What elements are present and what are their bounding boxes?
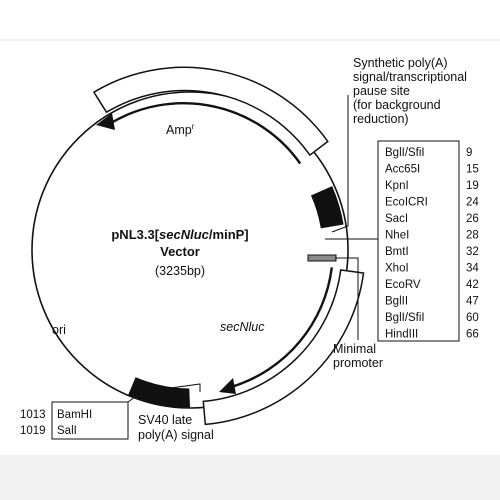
- plasmid-size: (3235bp): [155, 264, 205, 278]
- mcs-site-name: HindIII: [385, 329, 418, 341]
- mcs-site-position: 24: [466, 197, 479, 209]
- amp-direction-arrow: [109, 102, 302, 165]
- plasmid-vector-label: Vector: [160, 244, 200, 259]
- mcs-site-position: 42: [466, 279, 479, 291]
- mcs-sites-box: [377, 140, 460, 342]
- mcs-site-position: 9: [466, 147, 472, 159]
- synthetic-polya-block: [310, 186, 344, 229]
- ori-label: ori: [52, 323, 66, 337]
- lower-sites-box: [51, 401, 129, 440]
- mcs-site-position: 26: [466, 213, 479, 225]
- synthetic-polya-label-4: (for background: [353, 98, 441, 112]
- mcs-site-name: BglII: [385, 296, 408, 308]
- mcs-site-name: SacI: [385, 213, 408, 225]
- amp-label: Ampr: [166, 122, 195, 137]
- polya-leader-line: [331, 195, 349, 233]
- mcs-site-name: Acc65I: [385, 164, 420, 176]
- synthetic-polya-label-5: reduction): [353, 112, 409, 126]
- mcs-site-name: BglI/SfiI: [385, 147, 425, 159]
- plasmid-name: pNL3.3[secNluc/minP]: [111, 227, 248, 242]
- sv40-polya-block: [128, 377, 191, 408]
- minimal-promoter-block: [307, 254, 337, 262]
- minimal-promoter-label-line2: promoter: [333, 356, 383, 370]
- mcs-site-position: 34: [466, 263, 479, 275]
- mcs-site-position: 19: [466, 180, 479, 192]
- amp-feature-block: [92, 66, 329, 157]
- synthetic-polya-label-1: Synthetic poly(A): [353, 56, 447, 70]
- sv40-label-line2: poly(A) signal: [138, 428, 214, 442]
- synthetic-polya-label-2: signal/transcriptional: [353, 70, 467, 84]
- mcs-site-name: BglI/SfiI: [385, 312, 425, 324]
- bottom-band: [0, 455, 500, 500]
- mcs-site-name: EcoRV: [385, 279, 421, 291]
- lower-sites-leader-line: [127, 383, 201, 403]
- secnluc-feature-block: [202, 269, 365, 426]
- mcs-site-name: KpnI: [385, 180, 409, 192]
- secnluc-direction-arrow: [231, 267, 333, 388]
- mcs-site-position: 28: [466, 230, 479, 242]
- lower-site-position: 1013: [20, 409, 46, 421]
- mcs-site-position: 32: [466, 246, 479, 258]
- mcs-site-position: 15: [466, 164, 479, 176]
- promoter-leader-line: [335, 257, 359, 340]
- minimal-promoter-label-line1: Minimal: [333, 342, 376, 356]
- secnluc-arrowhead: [219, 378, 236, 394]
- mcs-site-name: EcoICRI: [385, 197, 428, 209]
- synthetic-polya-label-3: pause site: [353, 84, 410, 98]
- mcs-site-position: 60: [466, 312, 479, 324]
- sv40-label-line1: SV40 late: [138, 413, 192, 427]
- mcs-site-list: BglI/SfiI 9 Acc65I 15 KpnI 19 EcoICRI 24…: [385, 147, 479, 341]
- lower-site-name: BamHI: [57, 409, 92, 421]
- mcs-site-position: 66: [466, 329, 479, 341]
- lower-site-name: SalI: [57, 425, 77, 437]
- amp-arrowhead: [96, 113, 115, 130]
- mcs-site-name: NheI: [385, 230, 409, 242]
- secnluc-label: secNluc: [220, 320, 265, 334]
- mcs-site-name: BmtI: [385, 246, 409, 258]
- mcs-site-name: XhoI: [385, 263, 409, 275]
- lower-site-position: 1019: [20, 425, 46, 437]
- plasmid-backbone: [31, 91, 349, 409]
- mcs-site-position: 47: [466, 296, 479, 308]
